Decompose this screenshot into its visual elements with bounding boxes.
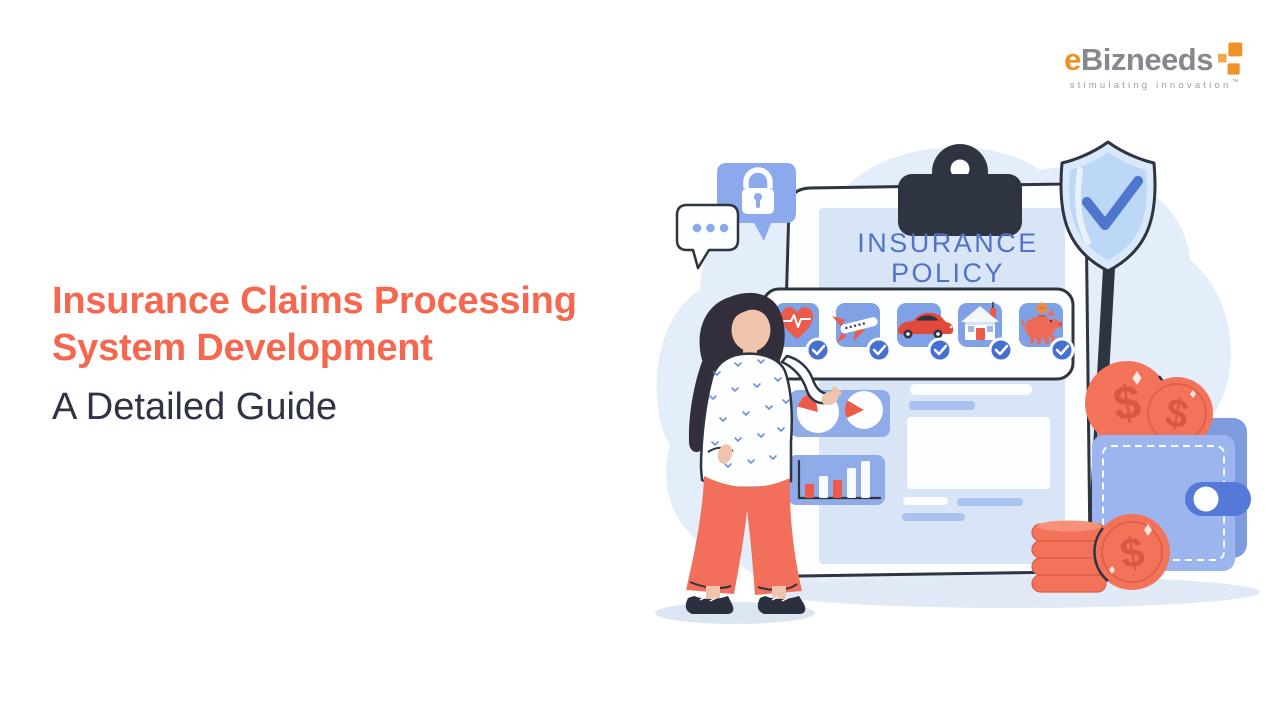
dots-chat-bubble bbox=[675, 203, 740, 270]
clipboard-clip bbox=[898, 144, 1022, 236]
check-badge bbox=[1049, 337, 1075, 363]
bar-chart-card bbox=[788, 455, 885, 505]
hero-illustration: INSURANCE POLICY bbox=[655, 140, 1260, 624]
logo-trademark: ™ bbox=[1231, 79, 1239, 86]
pie-chart-card bbox=[790, 390, 890, 437]
policy-title-line2: POLICY bbox=[891, 258, 1005, 288]
ground-shadow bbox=[770, 576, 1260, 608]
woman-ankle bbox=[772, 586, 786, 600]
logo-text-prefix: e bbox=[1064, 41, 1081, 77]
woman-pants bbox=[686, 476, 802, 595]
check-badge bbox=[988, 337, 1014, 363]
bar-chart-icon bbox=[797, 459, 882, 500]
heart-pulse-icon bbox=[781, 307, 813, 339]
logo-text: eBizneeds bbox=[1064, 44, 1213, 75]
insurance-tile-travel bbox=[832, 303, 892, 363]
brand-logo: eBizneeds stimulating innovation™ bbox=[1064, 42, 1244, 91]
typing-dots-icon bbox=[692, 223, 729, 233]
logo-text-rest: Bizneeds bbox=[1080, 41, 1214, 77]
lock-icon bbox=[742, 167, 774, 214]
piggy-bank-icon bbox=[1021, 302, 1062, 344]
woman-figure bbox=[685, 292, 842, 614]
insurance-tile-health bbox=[775, 303, 831, 363]
wallet-clasp bbox=[1185, 482, 1251, 516]
policy-title-line1: INSURANCE bbox=[857, 228, 1039, 258]
woman-sweater bbox=[699, 352, 793, 490]
shield-check-icon bbox=[1059, 140, 1157, 273]
dollar-coin: $ bbox=[1141, 377, 1213, 449]
logo-tagline-text: stimulating innovation bbox=[1069, 80, 1232, 92]
check-badge bbox=[927, 337, 953, 363]
woman-right-hand bbox=[821, 386, 842, 406]
coin-stack bbox=[1031, 520, 1107, 593]
dollar-coin: $ bbox=[1093, 514, 1170, 590]
woman-fringe bbox=[731, 300, 771, 326]
insurance-tile-savings bbox=[1019, 302, 1075, 363]
insurance-tile-home bbox=[958, 302, 1014, 363]
logo-row: eBizneeds bbox=[1064, 42, 1244, 76]
house-icon bbox=[961, 302, 999, 340]
insurance-tile-auto bbox=[897, 303, 953, 363]
check-badge bbox=[805, 337, 831, 363]
woman-face bbox=[731, 308, 771, 352]
page-subtitle: A Detailed Guide bbox=[52, 386, 338, 428]
car-icon bbox=[898, 312, 953, 339]
document-lines bbox=[902, 384, 1050, 521]
woman-shoes bbox=[685, 596, 806, 614]
logo-tagline: stimulating innovation™ bbox=[1064, 79, 1244, 91]
insurance-items-panel bbox=[761, 287, 1075, 381]
logo-mark-icon bbox=[1218, 42, 1243, 75]
sweater-pattern bbox=[709, 359, 790, 469]
page-title-line2: System Development bbox=[52, 327, 433, 369]
page-title-line1: Insurance Claims Processing bbox=[52, 280, 577, 322]
check-badge bbox=[866, 337, 892, 363]
woman-left-hand bbox=[717, 444, 733, 464]
woman-ankle bbox=[706, 586, 720, 600]
